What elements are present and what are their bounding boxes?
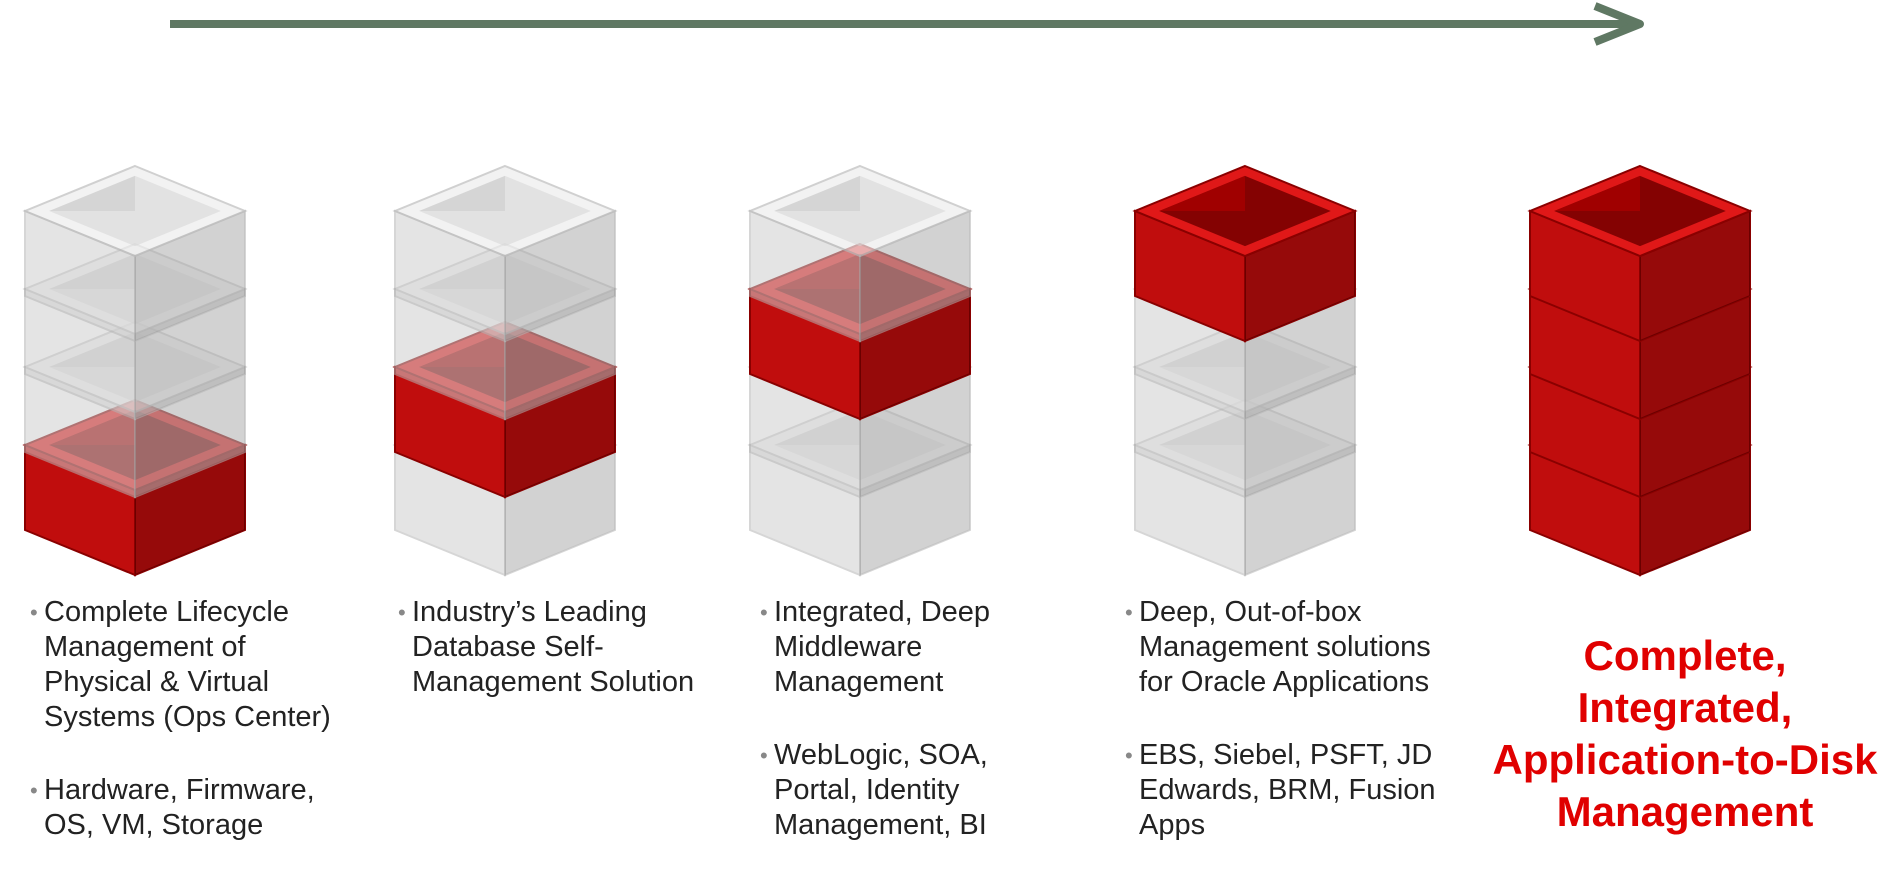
tagline: Complete, Integrated, Application-to-Dis…	[1480, 630, 1885, 838]
column-2: •Industry’s Leading Database Self-Manage…	[398, 595, 723, 738]
tagline-line: Management	[1556, 788, 1814, 835]
bullet-item: •Integrated, Deep Middleware Management	[760, 596, 991, 698]
column-3: •Integrated, Deep Middleware Management …	[760, 595, 1050, 881]
stack-4	[1115, 95, 1375, 585]
column-4: •Deep, Out-of-box Management solutions f…	[1125, 595, 1445, 881]
column-1: •Complete Lifecycle Management of Physic…	[30, 595, 355, 881]
tagline-line: Integrated,	[1577, 684, 1793, 731]
bullet-item: •Industry’s Leading Database Self-Manage…	[398, 596, 695, 698]
bullet-item: •Hardware, Firmware, OS, VM, Storage	[30, 774, 315, 841]
inactive-block	[22, 164, 248, 343]
bullet-item: •EBS, Siebel, PSFT, JD Edwards, BRM, Fus…	[1125, 739, 1436, 841]
inactive-block	[747, 164, 973, 343]
progression-arrow	[170, 2, 1644, 46]
inactive-block	[392, 164, 618, 343]
bullet-item: •Deep, Out-of-box Management solutions f…	[1125, 596, 1431, 698]
tagline-line: Application-to-Disk	[1492, 736, 1878, 783]
stack-1	[5, 95, 265, 585]
stack-5	[1510, 95, 1770, 585]
stack-2	[375, 95, 635, 585]
active-block	[1527, 164, 1753, 343]
stack-3	[730, 95, 990, 585]
tagline-line: Complete,	[1583, 632, 1787, 679]
bullet-item: •Complete Lifecycle Management of Physic…	[30, 596, 331, 733]
bullet-item: • WebLogic, SOA, Portal, Identity Manage…	[760, 739, 988, 841]
active-block	[1132, 164, 1358, 343]
